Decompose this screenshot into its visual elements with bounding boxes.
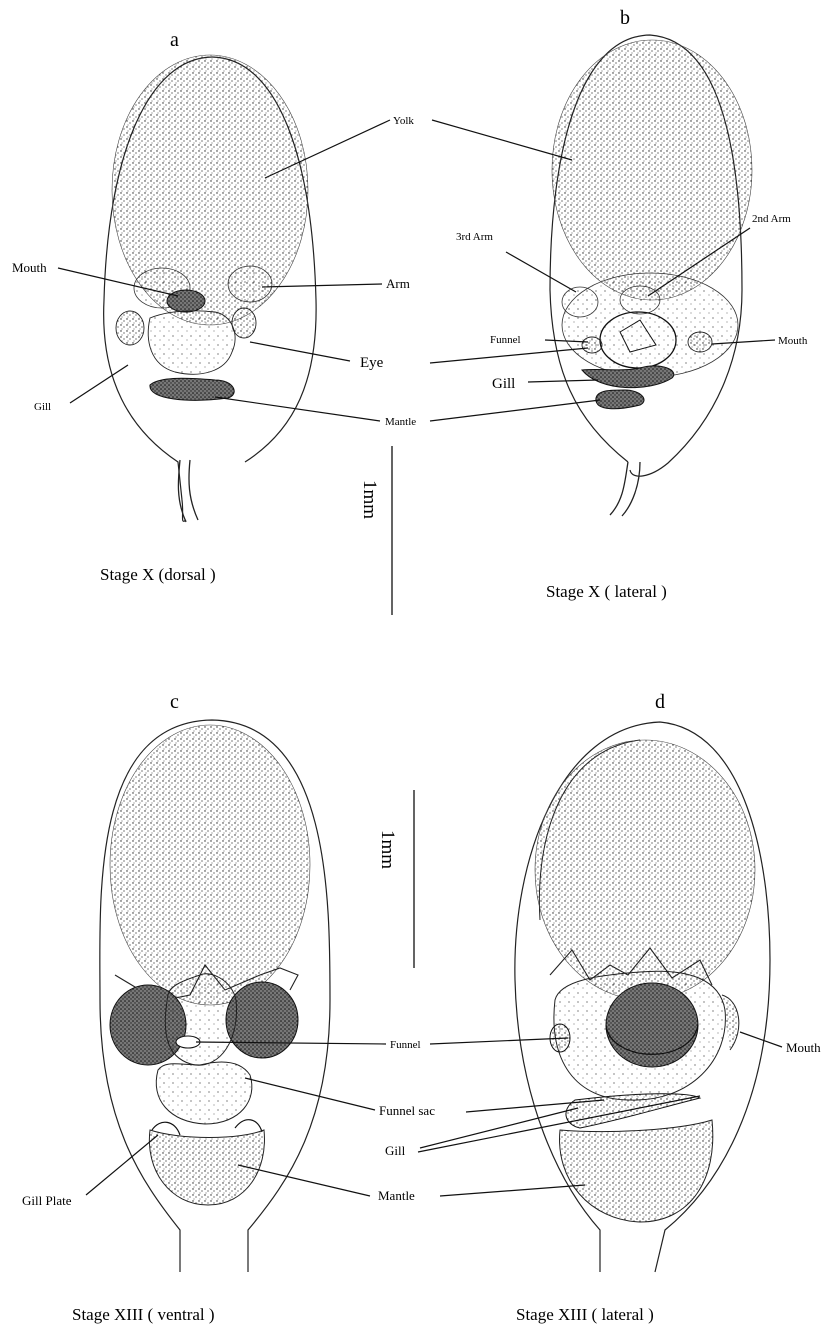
label-gill-plate: Gill Plate [22, 1193, 72, 1208]
label-arm2: 2nd Arm [752, 213, 791, 225]
label-funnel-sac: Funnel sac [379, 1103, 435, 1118]
label-gill-a: Gill [34, 401, 51, 413]
panel-a-eye-right [232, 308, 256, 338]
panel-d-letter: d [655, 691, 665, 713]
panel-a-arm-right [228, 266, 272, 302]
scale-label-top: 1mm [359, 480, 380, 519]
panel-b-mouth [688, 332, 712, 352]
panel-a-letter: a [170, 29, 179, 51]
label-funnel-b: Funnel [490, 334, 521, 346]
label-arm: Arm [386, 276, 410, 291]
panel-a-mouth [167, 290, 205, 312]
panel-a-eye-left [116, 311, 144, 345]
label-mantle-bottom: Mantle [378, 1188, 415, 1203]
panel-d-gill [566, 1094, 700, 1128]
label-eye: Eye [360, 355, 384, 371]
panel-b: b [550, 7, 752, 516]
panel-b-stalk [610, 462, 640, 516]
panel-d: d [515, 691, 770, 1272]
caption-a: Stage X (dorsal ) [100, 565, 216, 584]
panel-a-mantle [150, 378, 234, 400]
panel-b-arm3 [562, 287, 598, 317]
panel-c-yolk [110, 725, 310, 1005]
label-mouth-d: Mouth [786, 1040, 821, 1055]
label-gill-b: Gill [492, 376, 515, 392]
panel-c-funnel-sac [156, 1062, 252, 1124]
label-yolk: Yolk [393, 115, 414, 127]
panel-c: c [100, 691, 330, 1272]
scale-label-bottom: 1mm [377, 830, 398, 869]
label-mouth-a: Mouth [12, 260, 47, 275]
panel-c-eye-right [226, 982, 298, 1058]
panel-c-head [165, 974, 236, 1065]
panel-b-mantle [596, 390, 644, 409]
panel-a-head [148, 311, 235, 374]
label-funnel-c: Funnel [390, 1039, 421, 1051]
panel-d-yolk [535, 740, 755, 1000]
label-arm3: 3rd Arm [456, 231, 493, 243]
panel-b-letter: b [620, 7, 630, 29]
caption-d: Stage XIII ( lateral ) [516, 1305, 654, 1324]
label-mantle-top: Mantle [385, 416, 416, 428]
caption-c: Stage XIII ( ventral ) [72, 1305, 215, 1324]
panel-b-arm2 [620, 286, 660, 314]
panel-b-funnel [582, 337, 602, 353]
panel-b-yolk [552, 40, 752, 300]
panel-c-letter: c [170, 691, 179, 713]
caption-b: Stage X ( lateral ) [546, 582, 667, 601]
panel-b-gill [582, 366, 674, 388]
label-gill-c: Gill [385, 1143, 406, 1158]
panel-a: a [104, 29, 316, 522]
label-mouth-b: Mouth [778, 335, 808, 347]
